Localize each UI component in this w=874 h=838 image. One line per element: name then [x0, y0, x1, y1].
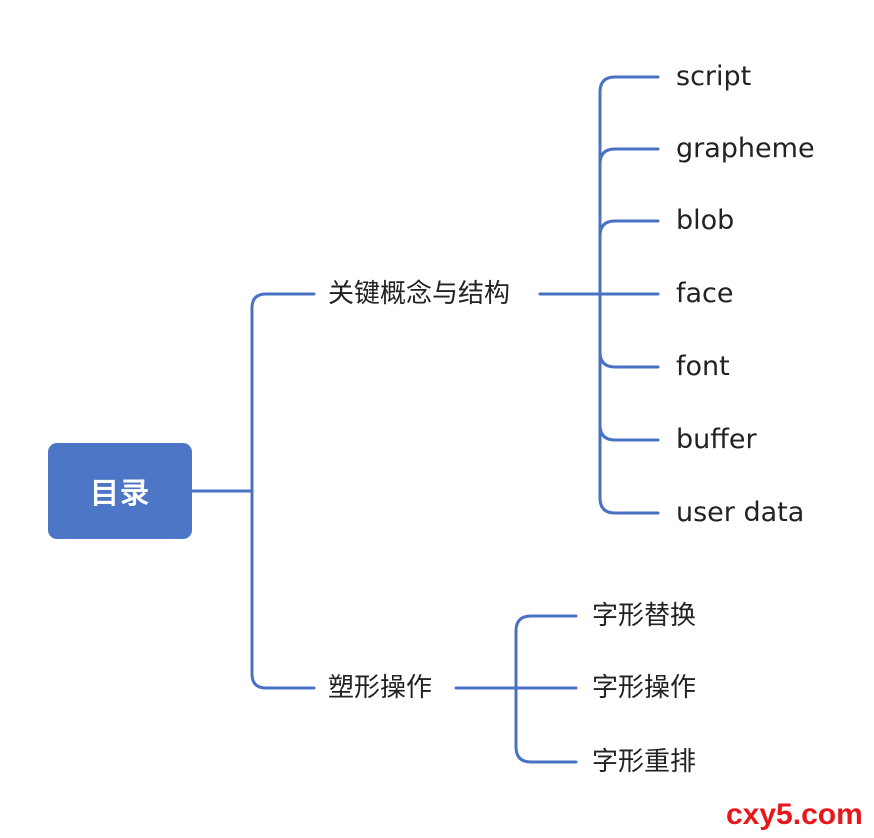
leaf-node-glyph-substitution[interactable]: 字形替换	[592, 601, 697, 631]
connector-child-glyph-reorder	[514, 745, 578, 764]
leaf-node-glyph-operation[interactable]: 字形操作	[592, 673, 697, 703]
connector-child-glyph-sub	[514, 614, 578, 633]
connector-spine-branch-2	[250, 489, 268, 690]
watermark-text: cxy5.com	[726, 798, 863, 831]
leaf-node-glyph-reordering[interactable]: 字形重排	[592, 747, 697, 777]
leaf-node-font[interactable]: font	[676, 351, 730, 382]
leaf-node-blob[interactable]: blob	[676, 205, 735, 236]
connector-child-blob	[598, 219, 660, 238]
branch-node-key-concepts[interactable]: 关键概念与结构	[328, 279, 511, 309]
connector-child-user-data	[598, 496, 660, 515]
leaf-node-user-data[interactable]: user data	[676, 497, 805, 528]
leaf-node-face[interactable]: face	[676, 278, 734, 309]
leaf-node-buffer[interactable]: buffer	[676, 424, 757, 455]
leaf-node-script[interactable]: script	[676, 61, 752, 92]
leaf-node-grapheme[interactable]: grapheme	[676, 133, 815, 164]
branch-node-shaping-operations[interactable]: 塑形操作	[328, 673, 433, 703]
connector-spine-branch-1	[250, 292, 268, 493]
connector-child-script	[598, 75, 660, 94]
connector-child-grapheme	[598, 147, 660, 166]
connector-child-buffer	[598, 423, 660, 442]
connector-child-font	[598, 350, 660, 369]
root-node-label: 目录	[89, 476, 150, 510]
root-node[interactable]: 目录	[48, 443, 192, 539]
